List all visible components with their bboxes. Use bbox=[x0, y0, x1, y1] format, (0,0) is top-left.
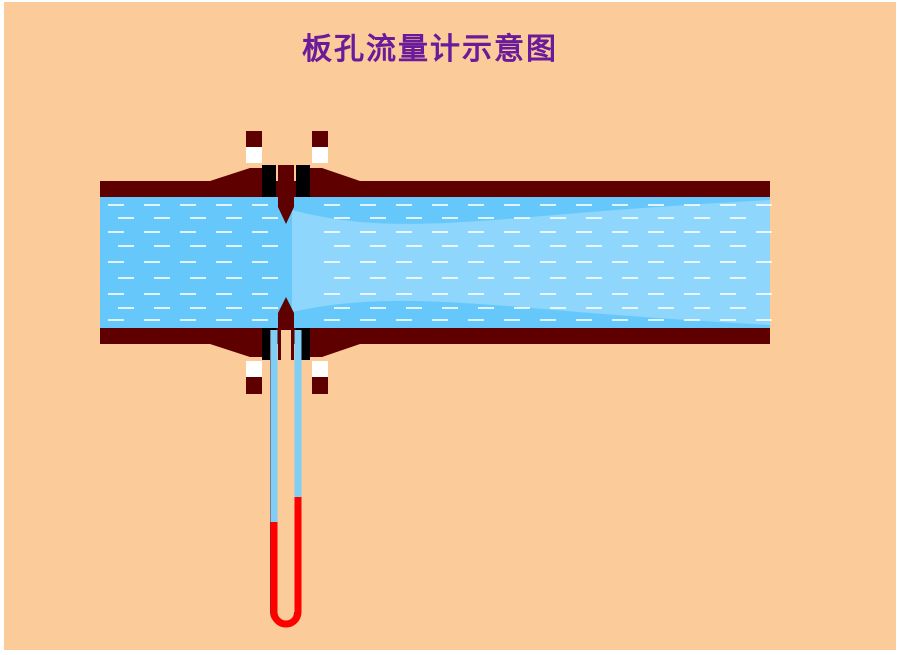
diagram-title: 板孔流量计示意图 bbox=[302, 32, 558, 67]
bolt-bottom-left bbox=[246, 361, 262, 394]
gasket-right-top bbox=[296, 165, 310, 197]
bolt-top-left bbox=[246, 131, 262, 163]
gasket-left-top bbox=[262, 165, 276, 197]
u-tube-manometer bbox=[270, 330, 302, 628]
bolt-bottom-right bbox=[312, 361, 328, 394]
orifice-plate-top bbox=[278, 165, 294, 224]
bolt-top-right bbox=[312, 131, 328, 163]
manometer-red-liquid bbox=[270, 497, 302, 628]
pipe-wall-bottom bbox=[100, 328, 770, 344]
pipe-wall-top bbox=[100, 181, 770, 197]
flange-left-top bbox=[210, 168, 262, 197]
flange-left-bottom bbox=[210, 328, 262, 357]
flow-lines bbox=[108, 204, 772, 321]
flange-right-bottom bbox=[310, 328, 360, 357]
flange-right-top bbox=[310, 168, 360, 197]
